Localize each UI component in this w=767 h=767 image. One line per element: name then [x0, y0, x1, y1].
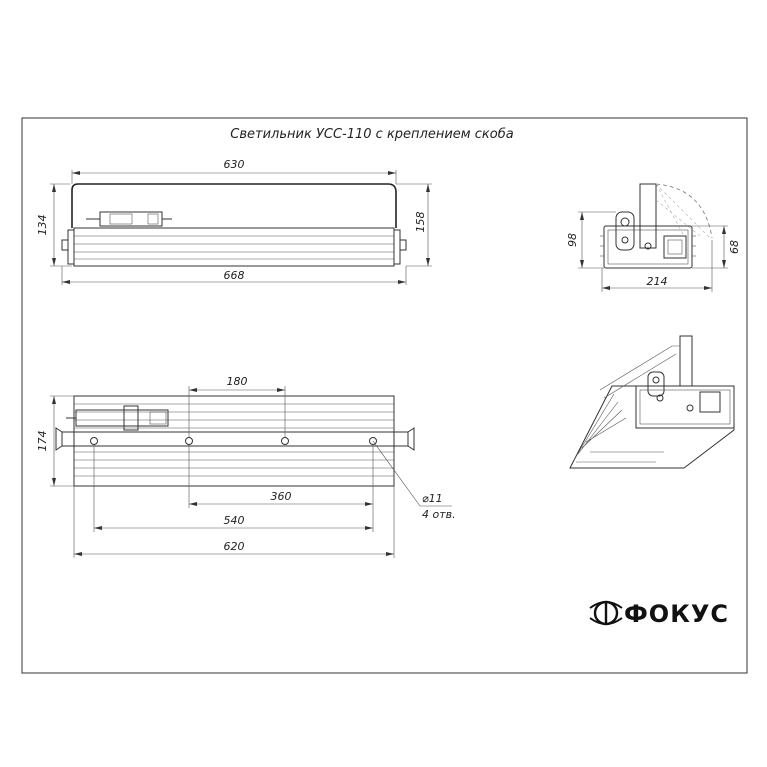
company-logo: ФОКУС: [589, 600, 729, 628]
dim-180: 180: [227, 375, 248, 388]
logo-wordmark: ФОКУС: [624, 600, 729, 628]
luminaire-body: [73, 227, 395, 267]
hole-count-label: 4 отв.: [422, 508, 456, 521]
dim-98: 98: [566, 233, 579, 247]
hole-leader: [372, 440, 421, 507]
sheet-frame: [21, 117, 748, 674]
plan-body: [73, 395, 395, 487]
iso-end-face: [635, 385, 735, 429]
drawing-title: Светильник УСС-110 с креплением скоба: [230, 127, 513, 142]
dim-214: 214: [647, 275, 668, 288]
dim-134: 134: [36, 215, 49, 236]
bracket-plate: [639, 183, 657, 249]
dim-174: 174: [36, 431, 49, 452]
plan-view: 180 174 360 540 620 ⌀11 4 отв.: [36, 375, 456, 558]
end-profile: [603, 225, 693, 269]
mounting-hole: [185, 437, 193, 445]
isometric-view: [569, 335, 735, 469]
mounting-hole: [281, 437, 289, 445]
dim-620: 620: [224, 540, 245, 553]
mounting-hole: [369, 437, 377, 445]
end-elevation-view: 98 68 214: [566, 183, 741, 292]
plan-cable-gland: [75, 409, 169, 427]
dim-68: 68: [728, 240, 741, 254]
focus-logo-icon: [589, 600, 623, 626]
dim-360: 360: [271, 490, 292, 503]
dim-668: 668: [224, 269, 245, 282]
mounting-strip: [61, 431, 409, 447]
mounting-bracket: [71, 183, 397, 228]
bracket-swing-arc: [655, 183, 713, 239]
dim-158: 158: [414, 212, 427, 233]
front-elevation-view: 630 668 134 158: [36, 158, 432, 285]
dim-630: 630: [224, 158, 245, 171]
dim-540: 540: [224, 514, 245, 527]
iso-bracket: [679, 335, 693, 386]
hole-diameter-label: ⌀11: [422, 492, 443, 505]
mounting-hole: [90, 437, 98, 445]
